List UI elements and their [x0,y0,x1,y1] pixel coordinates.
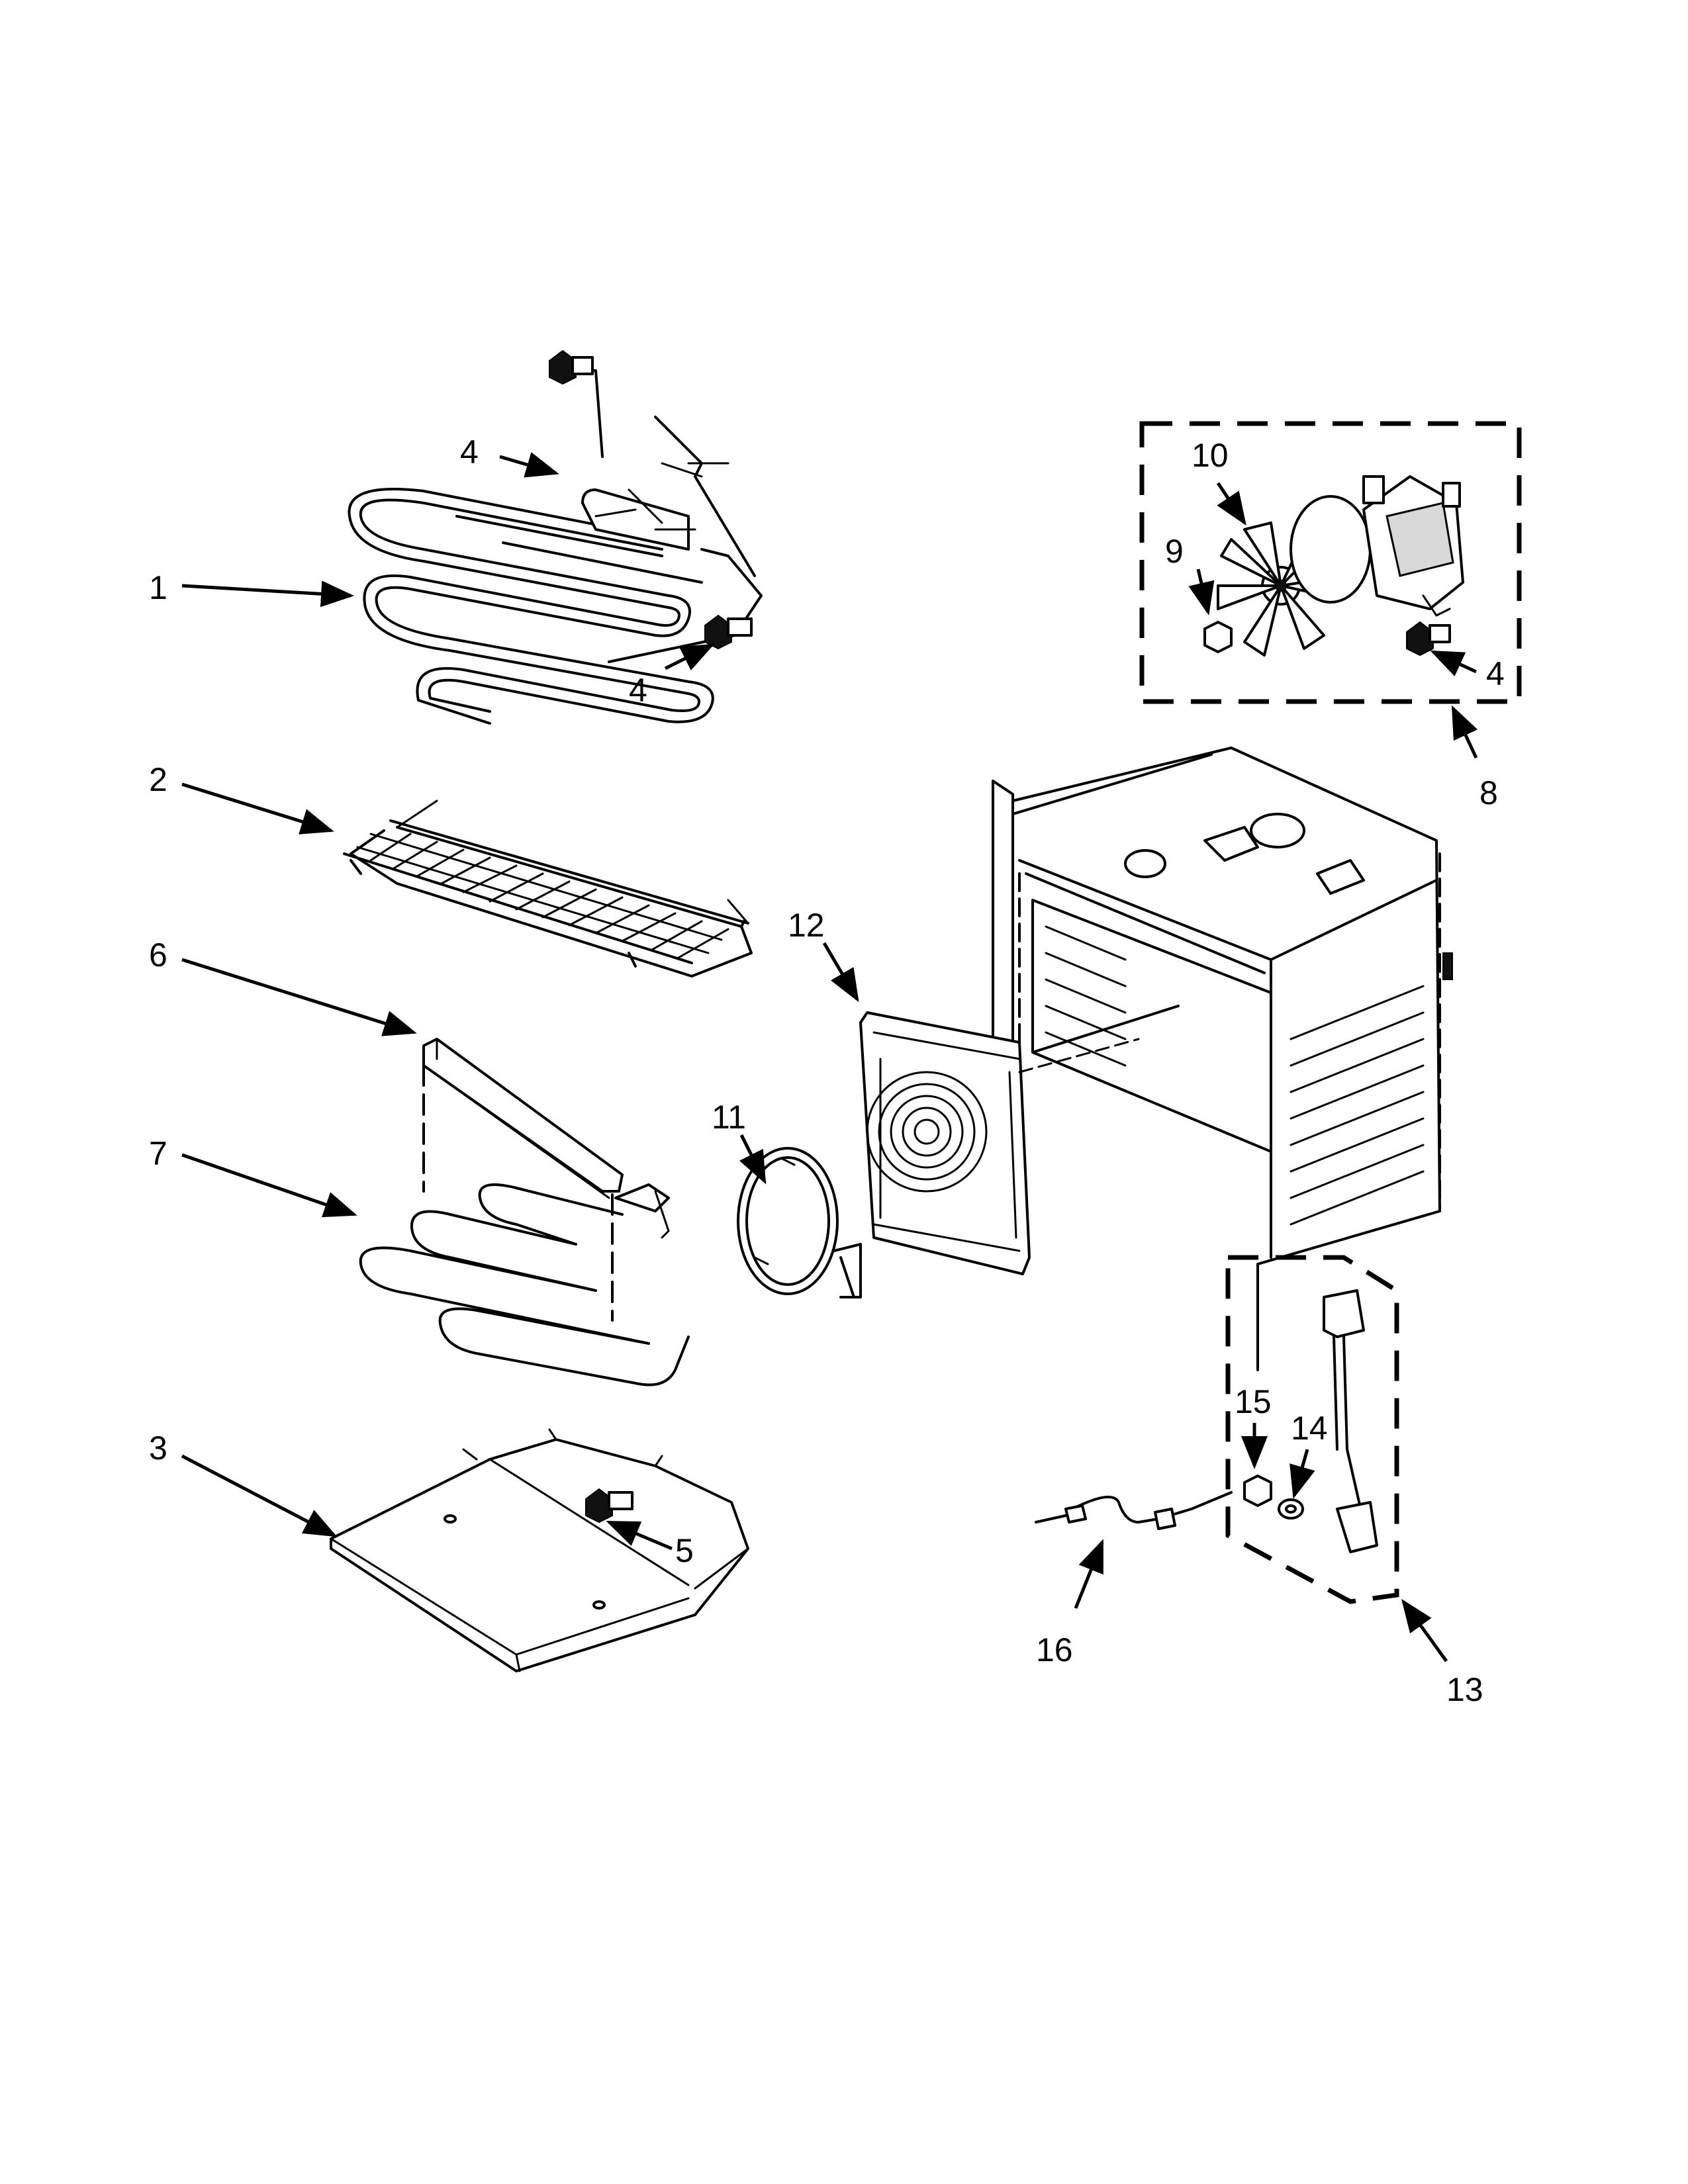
callout-10: 10 [1192,437,1229,474]
callout-9: 9 [1165,533,1184,570]
latch-kit [1225,1255,1399,1604]
bake-element [359,1183,690,1387]
callout-labels: 1 4 4 2 6 7 3 5 12 11 9 10 4 8 15 14 13 … [149,433,1505,1708]
broil-element [348,369,763,725]
fan-motor [1289,475,1464,617]
callout-8: 8 [1479,774,1498,811]
callout-4-fan: 4 [1486,655,1505,692]
bottom-panel [330,1428,749,1672]
screw-lower-right [704,614,753,650]
screw-fan-kit [1406,621,1451,657]
callout-16: 16 [1036,1631,1073,1668]
latch-washer [1278,1498,1304,1520]
leader-lines [181,452,1478,1662]
fan-nut [1203,621,1233,653]
callout-5: 5 [675,1532,694,1569]
callout-3: 3 [149,1430,167,1467]
latch-switch [1323,1289,1378,1553]
convection-fan-kit [1139,421,1522,704]
callout-6: 6 [149,936,167,974]
oven-rack [343,799,753,978]
callout-2: 2 [149,761,167,798]
callout-4-lower: 4 [629,672,647,709]
callout-14: 14 [1291,1410,1328,1447]
callout-1: 1 [149,569,167,606]
screw-bottom [585,1488,633,1524]
latch-nut [1243,1475,1272,1507]
screw-upper-left [549,349,594,385]
callout-15: 15 [1235,1383,1272,1420]
callout-4-upper: 4 [460,433,479,471]
convection-element [737,1147,862,1298]
element-shield [422,1038,624,1322]
convection-back-panel [859,1011,1140,1275]
callout-13: 13 [1446,1671,1483,1708]
callout-12: 12 [788,907,825,944]
temperature-probe [1035,1491,1233,1530]
oven-cavity [992,747,1453,1371]
callout-7: 7 [149,1135,167,1172]
callout-11: 11 [712,1099,746,1136]
